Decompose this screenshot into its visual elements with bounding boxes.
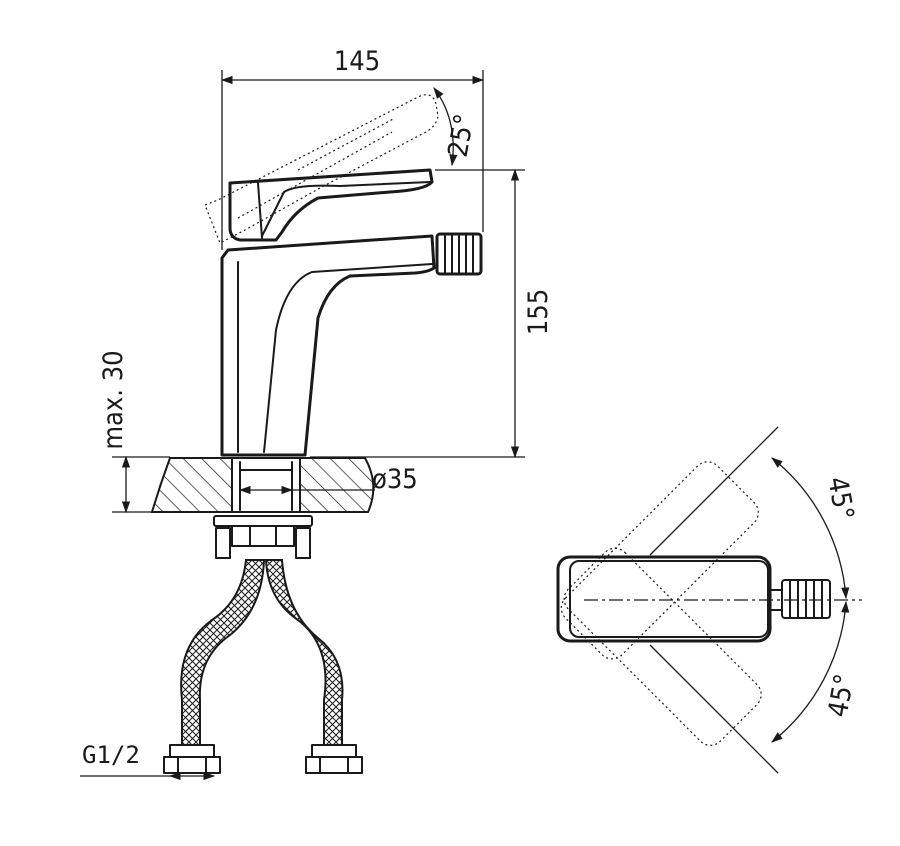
dim-height [310, 168, 525, 459]
top-angle-upper-label: 45° [821, 475, 859, 523]
side-view: 145 25° 155 max. 30 ø35 [80, 46, 554, 781]
flex-hoses [180, 559, 344, 746]
rotation-line-upper [649, 426, 779, 556]
dim-max-thickness [112, 455, 170, 514]
dim-thread-label: G1/2 [82, 741, 140, 769]
spout [220, 234, 436, 457]
lever-handle [228, 168, 434, 242]
hose-nut-left [163, 744, 221, 774]
dim-max-thickness-label: max. 30 [98, 350, 129, 449]
dim-width [220, 70, 485, 250]
rotation-line-lower [649, 644, 779, 774]
angle-arc-upper [771, 457, 850, 600]
spout-nozzle [435, 232, 483, 276]
top-angle-lower-label: 45° [823, 672, 861, 720]
top-nozzle [769, 579, 831, 619]
dim-lever-angle [433, 87, 458, 167]
top-body [556, 555, 772, 643]
hose-nut-right [305, 744, 363, 774]
raised-lever-outline [204, 94, 439, 244]
countertop-section [150, 457, 375, 513]
dim-hole-diameter-label: ø35 [372, 464, 418, 495]
top-view [556, 426, 862, 774]
dim-lever-angle-label: 25° [443, 112, 481, 160]
angle-arc-lower [771, 600, 850, 743]
handle-rotated-upper [560, 461, 759, 660]
dim-width-label: 145 [334, 46, 380, 77]
dim-height-label: 155 [523, 289, 554, 335]
mounting-hardware [213, 515, 313, 559]
handle-rotated-lower [563, 547, 762, 746]
